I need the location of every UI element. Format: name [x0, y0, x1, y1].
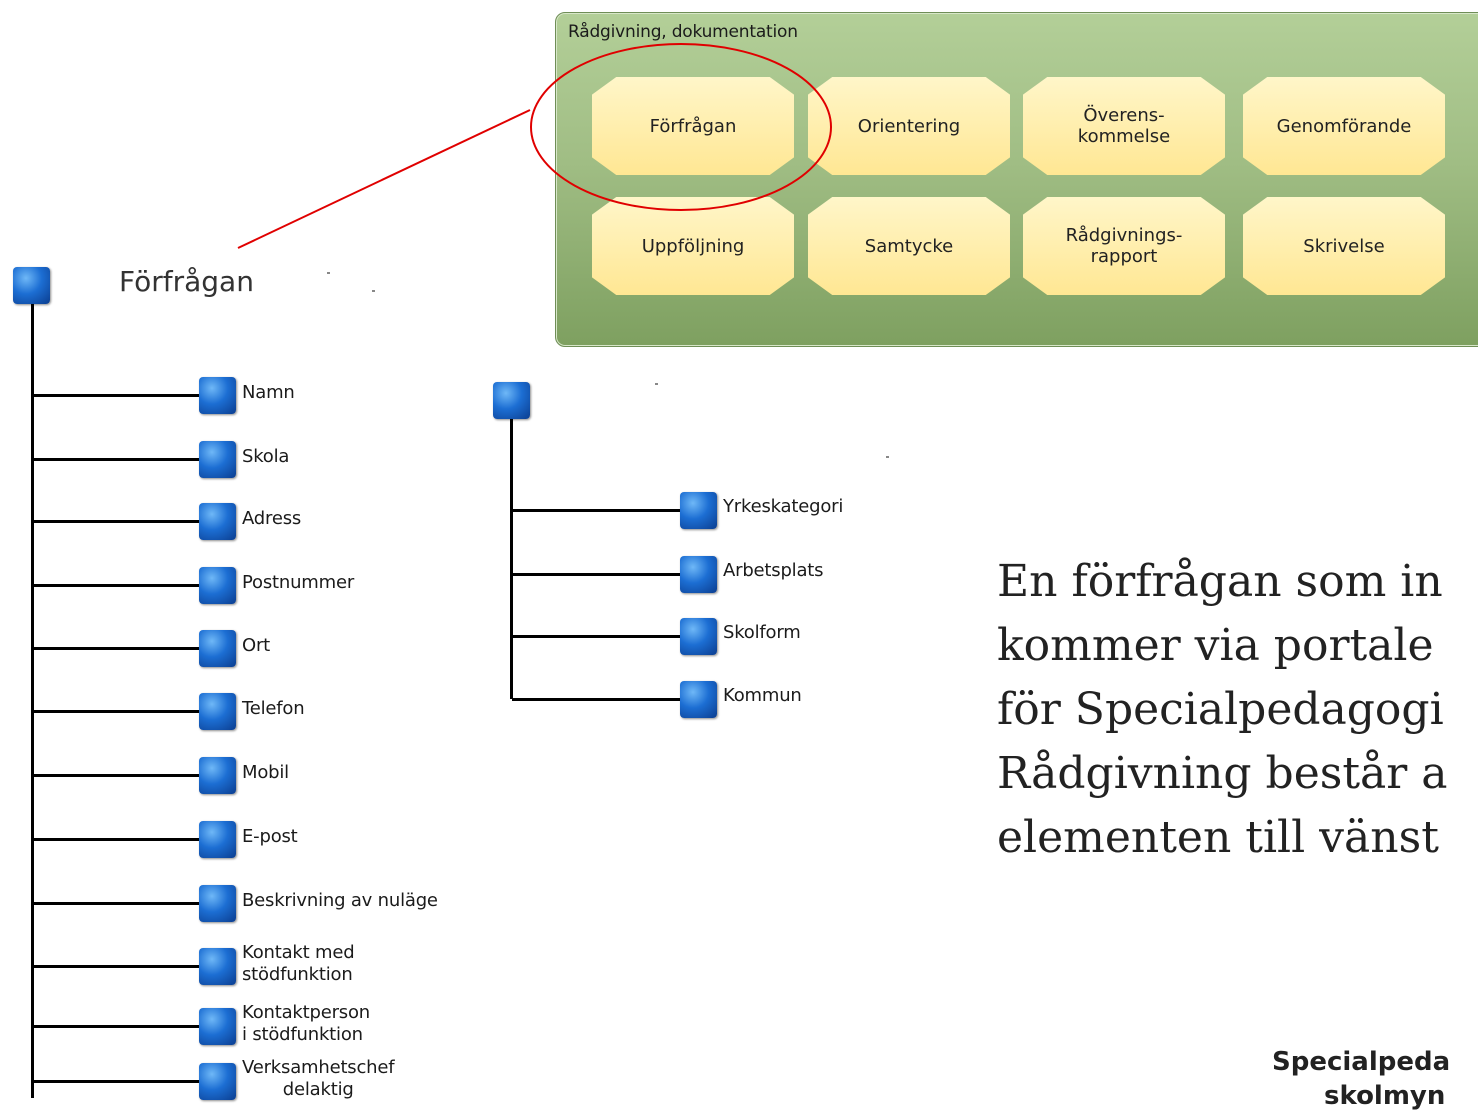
tree2-branch-line: [512, 698, 682, 701]
tree-child-node-icon[interactable]: [199, 630, 236, 667]
speck: [372, 290, 375, 292]
tree-child-node-icon[interactable]: [199, 441, 236, 478]
footer-line: Specialpeda: [1272, 1047, 1451, 1077]
process-panel: Rådgivning, dokumentation: [555, 12, 1478, 347]
box-orientering[interactable]: Orientering: [808, 77, 1010, 175]
tree-child-node-icon[interactable]: [199, 885, 236, 922]
tree-branch-line: [33, 838, 201, 841]
tree-child-label: Kontaktperson i stödfunktion: [242, 1002, 370, 1045]
callout-connector: [237, 109, 531, 249]
tree-branch-line: [33, 584, 201, 587]
tree-branch-line: [33, 1080, 201, 1083]
description-line: En förfrågan som in: [997, 556, 1443, 607]
tree2-child-label: Arbetsplats: [723, 560, 824, 581]
tree-child-label: Verksamhetschef delaktig: [242, 1057, 395, 1100]
tree-child-node-icon[interactable]: [199, 821, 236, 858]
description-line: kommer via portale: [997, 620, 1434, 671]
box-genomforande[interactable]: Genomförande: [1243, 77, 1445, 175]
box-radgivningsrapport[interactable]: Rådgivnings- rapport: [1023, 197, 1225, 295]
tree-child-label: Kontakt med stödfunktion: [242, 942, 355, 985]
tree-branch-line: [33, 520, 201, 523]
box-samtycke[interactable]: Samtycke: [808, 197, 1010, 295]
tree2-child-label: Yrkeskategori: [723, 496, 844, 517]
tree2-branch-line: [512, 509, 682, 512]
tree-child-node-icon[interactable]: [199, 377, 236, 414]
tree2-branch-line: [512, 573, 682, 576]
tree2-child-label: Skolform: [723, 622, 801, 643]
panel-title: Rådgivning, dokumentation: [568, 22, 798, 42]
tree-child-label: Namn: [242, 382, 295, 403]
tree-main-trunk: [31, 304, 34, 1098]
tree2-child-node-icon[interactable]: [680, 618, 717, 655]
footer-line: skolmyn: [1324, 1081, 1446, 1111]
box-forfragan[interactable]: Förfrågan: [592, 77, 794, 175]
tree-child-node-icon[interactable]: [199, 503, 236, 540]
description-text: En förfrågan som in kommer via portale f…: [997, 550, 1478, 870]
tree-child-label: Ort: [242, 635, 271, 656]
description-line: för Specialpedagogi: [997, 684, 1444, 735]
tree-branch-line: [33, 394, 201, 397]
tree2-root-node-icon[interactable]: [493, 382, 530, 419]
box-uppfoljning[interactable]: Uppföljning: [592, 197, 794, 295]
description-line: elementen till vänst: [997, 812, 1439, 863]
tree2-child-node-icon[interactable]: [680, 556, 717, 593]
tree-branch-line: [33, 458, 201, 461]
tree2-child-node-icon[interactable]: [680, 681, 717, 718]
tree-branch-line: [33, 902, 201, 905]
speck: [655, 383, 658, 385]
tree2-child-label: Kommun: [723, 685, 802, 706]
tree-child-node-icon[interactable]: [199, 757, 236, 794]
tree-child-label: Telefon: [242, 698, 305, 719]
tree-branch-line: [33, 965, 201, 968]
tree-root-label: Förfrågan: [119, 265, 254, 298]
box-skrivelse[interactable]: Skrivelse: [1243, 197, 1445, 295]
tree2-branch-line: [512, 635, 682, 638]
tree-child-node-icon[interactable]: [199, 567, 236, 604]
tree-child-node-icon[interactable]: [199, 1008, 236, 1045]
speck: [327, 272, 330, 274]
tree-child-label: Postnummer: [242, 572, 355, 593]
tree-child-label: Skola: [242, 446, 290, 467]
tree-child-node-icon[interactable]: [199, 693, 236, 730]
tree-child-label: Mobil: [242, 762, 289, 783]
footer-brand: Specialpeda skolmyn: [1272, 1045, 1450, 1113]
tree-child-node-icon[interactable]: [199, 948, 236, 985]
tree-branch-line: [33, 647, 201, 650]
tree2-trunk: [510, 419, 513, 699]
box-overenskommelse[interactable]: Överens- kommelse: [1023, 77, 1225, 175]
tree2-child-node-icon[interactable]: [680, 492, 717, 529]
speck: [886, 456, 889, 458]
description-line: Rådgivning består a: [997, 748, 1448, 799]
tree-branch-line: [33, 774, 201, 777]
tree-child-node-icon[interactable]: [199, 1063, 236, 1100]
tree-branch-line: [33, 1025, 201, 1028]
tree-child-label: E-post: [242, 826, 298, 847]
tree-root-node-icon[interactable]: [13, 267, 50, 304]
tree-child-label: Adress: [242, 508, 302, 529]
tree-child-label: Beskrivning av nuläge: [242, 890, 438, 911]
tree-branch-line: [33, 710, 201, 713]
